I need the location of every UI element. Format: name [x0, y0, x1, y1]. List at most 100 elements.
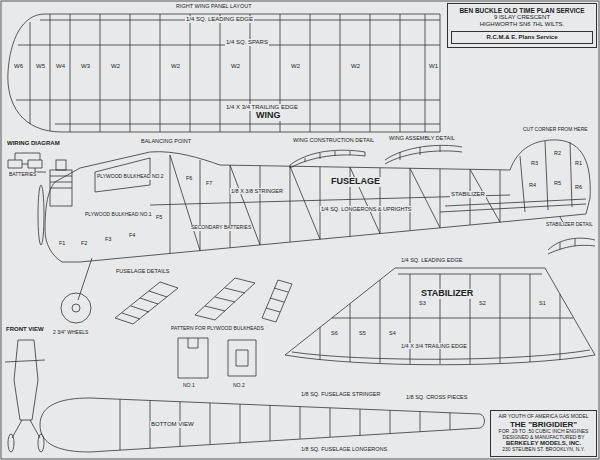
part-number: W1	[428, 63, 439, 70]
part-label: BATTERIES	[8, 172, 37, 178]
stabilizer-side	[440, 199, 586, 212]
part-number: S5	[358, 330, 367, 336]
part-number: F2	[80, 240, 88, 246]
part-number: F3	[104, 236, 112, 242]
part-number: S6	[330, 330, 339, 336]
title-text: BEN BUCKLE OLD TIME PLAN SERVICE	[451, 7, 593, 14]
part-number: R4	[528, 182, 537, 188]
part-label: 1/8 SQ. FUSELAGE STRINGER	[300, 391, 381, 397]
view-title: WING	[255, 111, 282, 121]
part-number: R5	[553, 180, 562, 186]
fuselage-outline	[45, 140, 590, 262]
part-label: 1/4 SQ. LONGERONS & UPRIGHTS	[320, 206, 412, 212]
cross-pieces	[120, 399, 450, 450]
wing-construction-detail	[290, 150, 365, 168]
engine-head	[56, 160, 66, 170]
title-text: 9 ISLAY CRESCENT	[451, 14, 593, 21]
view-title: FUSELAGE	[330, 177, 381, 187]
view-title: WIRING DIAGRAM	[6, 140, 61, 147]
view-title: WING CONSTRUCTION DETAIL	[292, 137, 375, 143]
title-text: BERKELEY MODELS, INC.	[494, 440, 593, 447]
part-label: 1/4 SQ. LEADING EDGE	[185, 16, 254, 23]
part-number: F5	[155, 214, 163, 220]
wheel-hub	[72, 304, 80, 312]
part-label: RIGHT WING PANEL LAYOUT	[175, 3, 253, 9]
fuselage-uprights	[170, 155, 500, 254]
landing-gear	[78, 217, 566, 300]
part-number: W5	[35, 63, 46, 70]
part-number: W2	[350, 63, 361, 70]
view-title: FRONT VIEW	[5, 326, 45, 333]
engine-fins	[50, 176, 72, 188]
part-number: W3	[80, 63, 91, 70]
part-number: S1	[538, 300, 547, 306]
bulkhead-pattern	[228, 340, 256, 376]
part-label: PLYWOOD BULKHEAD NO.2	[96, 174, 165, 180]
part-number: R6	[574, 184, 583, 190]
part-number: W2	[110, 63, 121, 70]
view-title: FUSELAGE DETAILS	[115, 268, 170, 274]
stabilizer-outline	[285, 268, 595, 365]
part-number: F1	[58, 240, 66, 246]
title-text: AIR YOUTH OF AMERICA GAS MODEL	[494, 414, 593, 420]
title-text: THE "BRIGIDIER"	[494, 420, 593, 429]
part-label: STABILIZER	[450, 191, 486, 198]
part-number: S3	[418, 300, 427, 306]
wing-assembly-detail	[385, 145, 462, 164]
bulkhead-pattern	[178, 338, 208, 378]
front-view	[5, 340, 45, 438]
fuselage-diagonals	[170, 155, 500, 251]
part-label: 1/4 X 3/4 TRAILING EDGE	[400, 343, 468, 349]
part-label: CUT CORNER FROM HERE	[522, 127, 589, 133]
title-text: R.C.M.& E. Plans Service	[454, 34, 590, 41]
view-title: STABILIZER DETAIL	[545, 222, 594, 228]
part-label: NO.2	[232, 383, 246, 389]
part-number: W2	[170, 63, 181, 70]
part-number: R1	[574, 160, 583, 166]
part-number: W6	[13, 63, 24, 70]
part-number: S4	[388, 330, 397, 336]
fuselage-detail-sketch	[115, 282, 178, 324]
part-label: 1/4 X 3/4 TRAILING EDGE	[225, 104, 299, 111]
wing-spars	[16, 45, 440, 100]
part-label: 2 3/4" WHEELS	[52, 330, 89, 336]
part-label: BALANCING POINT	[140, 138, 192, 144]
publisher-stamp: R.C.M.& E. Plans Service	[451, 31, 593, 44]
view-title: BOTTOM VIEW	[150, 421, 195, 428]
propeller	[38, 185, 44, 245]
part-number: W4	[55, 63, 66, 70]
stabilizer-edges	[292, 274, 590, 359]
part-label: SECONDARY BATTERIES	[190, 225, 252, 231]
title-text: HIGHWORTH SN6 7HL WILTS.	[451, 21, 593, 28]
part-number: R3	[530, 160, 539, 166]
model-title-block: AIR YOUTH OF AMERICA GAS MODELTHE "BRIGI…	[490, 410, 597, 457]
part-label: NO.1	[182, 383, 196, 389]
fuselage-bottom-view	[40, 398, 485, 452]
fuselage-detail-sketch	[262, 280, 292, 322]
part-label: 1/4 SQ. SPARS	[225, 39, 269, 46]
title-text: 230 STEUBEN ST. BROOKLYN, N.Y.	[494, 447, 593, 453]
part-number: F7	[205, 180, 213, 186]
wiring-diagram	[8, 153, 46, 172]
part-label: 1/8 SQ. CROSS PIECES	[405, 394, 468, 400]
view-title: WING ASSEMBLY DETAIL	[388, 135, 456, 141]
part-label: 1/4 SQ. LEADING EDGE	[400, 257, 463, 263]
part-number: W2	[230, 63, 241, 70]
title-text: DESIGNED & MANUFACTURED BY	[494, 435, 593, 441]
wing-ribs	[30, 14, 425, 132]
title-block: BEN BUCKLE OLD TIME PLAN SERVICE9 ISLAY …	[447, 3, 597, 48]
part-label: 1/8 SQ. FUSELAGE LONGERONS	[300, 446, 388, 452]
part-number: F4	[128, 232, 136, 238]
stabilizer-detail	[548, 238, 595, 254]
part-number: S2	[478, 300, 487, 306]
stabilizer-ribs	[320, 274, 560, 364]
front-wheel	[8, 434, 14, 452]
view-title: STABILIZER	[420, 289, 474, 299]
fuselage-detail-sketch	[195, 278, 255, 320]
part-number: W2	[290, 63, 301, 70]
part-number: R2	[553, 150, 562, 156]
engine	[50, 170, 72, 206]
part-number: F6	[185, 175, 193, 181]
